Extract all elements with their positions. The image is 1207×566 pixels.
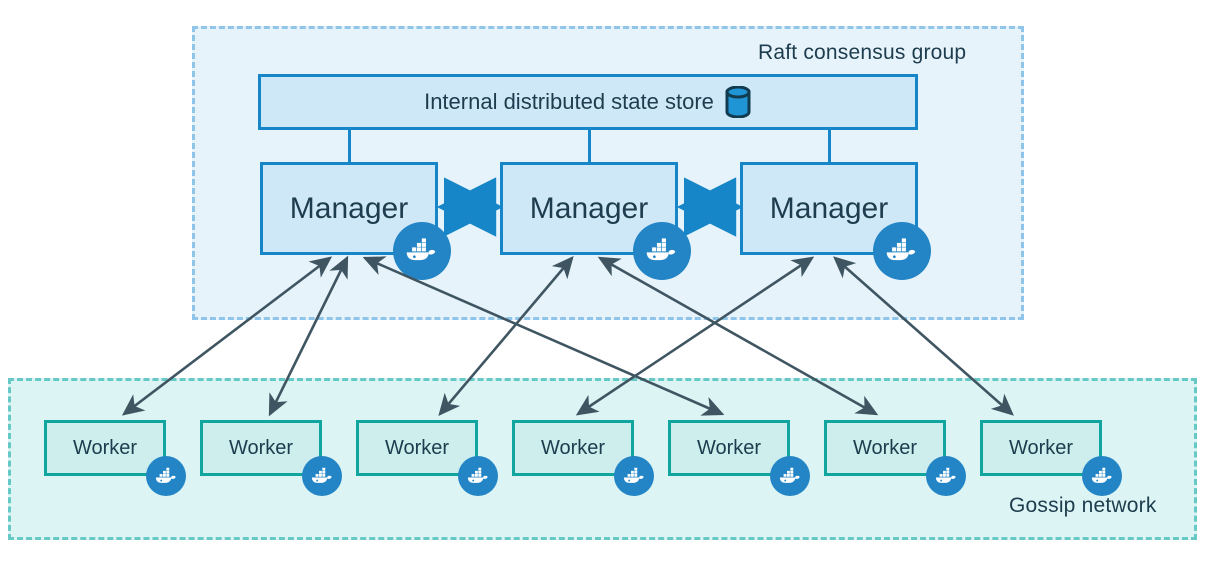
- docker-whale-badge-worker-5: [926, 456, 966, 496]
- database-cylinder-icon: [725, 86, 751, 118]
- worker-label: Worker: [228, 436, 294, 459]
- manager-node-1[interactable]: Manager: [500, 162, 678, 255]
- gossip-network-label: Gossip network: [1009, 494, 1157, 517]
- docker-whale-badge-worker-0: [146, 456, 186, 496]
- docker-whale-badge-manager-1: [633, 222, 691, 280]
- worker-node-3[interactable]: Worker: [512, 420, 634, 476]
- docker-whale-icon: [311, 467, 332, 483]
- docker-whale-badge-manager-0: [393, 222, 451, 280]
- manager-node-0[interactable]: Manager: [260, 162, 438, 255]
- manager-label: Manager: [289, 191, 409, 225]
- manager-label: Manager: [529, 191, 649, 225]
- worker-label: Worker: [696, 436, 762, 459]
- docker-whale-icon: [1091, 467, 1112, 483]
- raft-consensus-group-label: Raft consensus group: [758, 41, 967, 64]
- docker-whale-badge-worker-2: [458, 456, 498, 496]
- internal-distributed-state-store[interactable]: Internal distributed state store: [258, 74, 918, 130]
- worker-node-5[interactable]: Worker: [824, 420, 946, 476]
- worker-node-0[interactable]: Worker: [44, 420, 166, 476]
- docker-whale-badge-worker-3: [614, 456, 654, 496]
- manager-label: Manager: [769, 191, 889, 225]
- worker-node-2[interactable]: Worker: [356, 420, 478, 476]
- docker-whale-icon: [646, 238, 676, 261]
- worker-label: Worker: [72, 436, 138, 459]
- state-store-connector-2: [828, 130, 831, 162]
- docker-whale-badge-worker-6: [1082, 456, 1122, 496]
- worker-node-1[interactable]: Worker: [200, 420, 322, 476]
- worker-label: Worker: [1008, 436, 1074, 459]
- docker-whale-icon: [623, 467, 644, 483]
- docker-whale-icon: [467, 467, 488, 483]
- docker-whale-icon: [886, 238, 916, 261]
- state-store-connector-0: [348, 130, 351, 162]
- state-store-connector-1: [588, 130, 591, 162]
- worker-label: Worker: [540, 436, 606, 459]
- worker-node-4[interactable]: Worker: [668, 420, 790, 476]
- worker-label: Worker: [852, 436, 918, 459]
- worker-label: Worker: [384, 436, 450, 459]
- docker-whale-badge-worker-4: [770, 456, 810, 496]
- docker-whale-icon: [779, 467, 800, 483]
- state-store-label: Internal distributed state store: [424, 89, 714, 114]
- worker-node-6[interactable]: Worker: [980, 420, 1102, 476]
- docker-whale-badge-worker-1: [302, 456, 342, 496]
- docker-whale-icon: [935, 467, 956, 483]
- docker-whale-badge-manager-2: [873, 222, 931, 280]
- docker-whale-icon: [406, 238, 436, 261]
- docker-whale-icon: [155, 467, 176, 483]
